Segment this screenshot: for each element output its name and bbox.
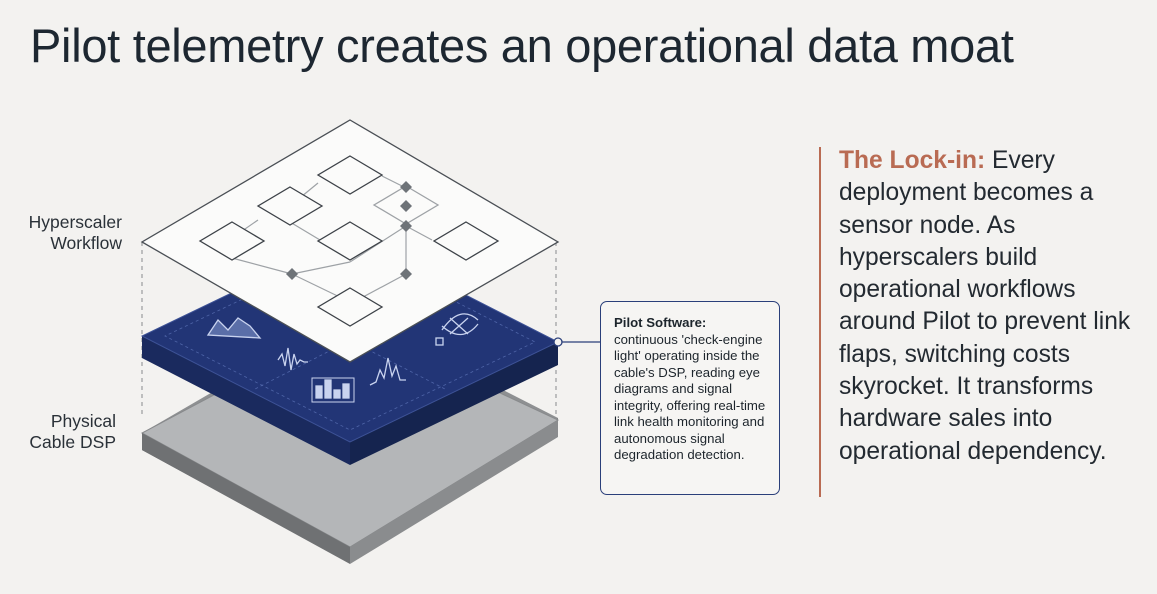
workflow-node: [316, 155, 384, 195]
workflow-node: [256, 186, 324, 226]
lockin-body: Every deployment becomes a sensor node. …: [839, 147, 1131, 465]
waveform-icon: [277, 347, 308, 371]
workflow-layer: [140, 119, 560, 363]
workflow-junction: [400, 220, 412, 232]
workflow-node: [198, 221, 266, 261]
area-chart-icon: [206, 317, 262, 339]
bar-chart-icon: [311, 377, 355, 403]
lockin-divider: [819, 147, 821, 497]
callout-title: Pilot Software:: [614, 315, 707, 330]
workflow-node: [432, 221, 500, 261]
lockin-title: The Lock-in:: [839, 147, 986, 174]
workflow-junction: [400, 268, 412, 280]
signal-bars-icon: [369, 357, 406, 386]
hyperscaler-workflow-label: Hyperscaler Workflow: [10, 212, 122, 254]
page-title: Pilot telemetry creates an operational d…: [30, 19, 1014, 72]
workflow-junction: [400, 181, 412, 193]
callout-body: continuous 'check-engine light' operatin…: [614, 331, 766, 463]
workflow-junction: [286, 268, 298, 280]
hyperscaler-workflow-text: Hyperscaler Workflow: [28, 212, 122, 253]
workflow-node: [316, 287, 384, 327]
workflow-node: [316, 221, 384, 261]
eye-diagram-icon: [435, 313, 479, 346]
pilot-software-callout: Pilot Software: continuous 'check-engine…: [600, 301, 780, 495]
physical-cable-dsp-text: Physical Cable DSP: [29, 411, 116, 452]
lockin-text-block: The Lock-in: Every deployment becomes a …: [839, 145, 1139, 468]
physical-cable-dsp-label: Physical Cable DSP: [10, 411, 116, 453]
workflow-junction: [400, 200, 412, 212]
